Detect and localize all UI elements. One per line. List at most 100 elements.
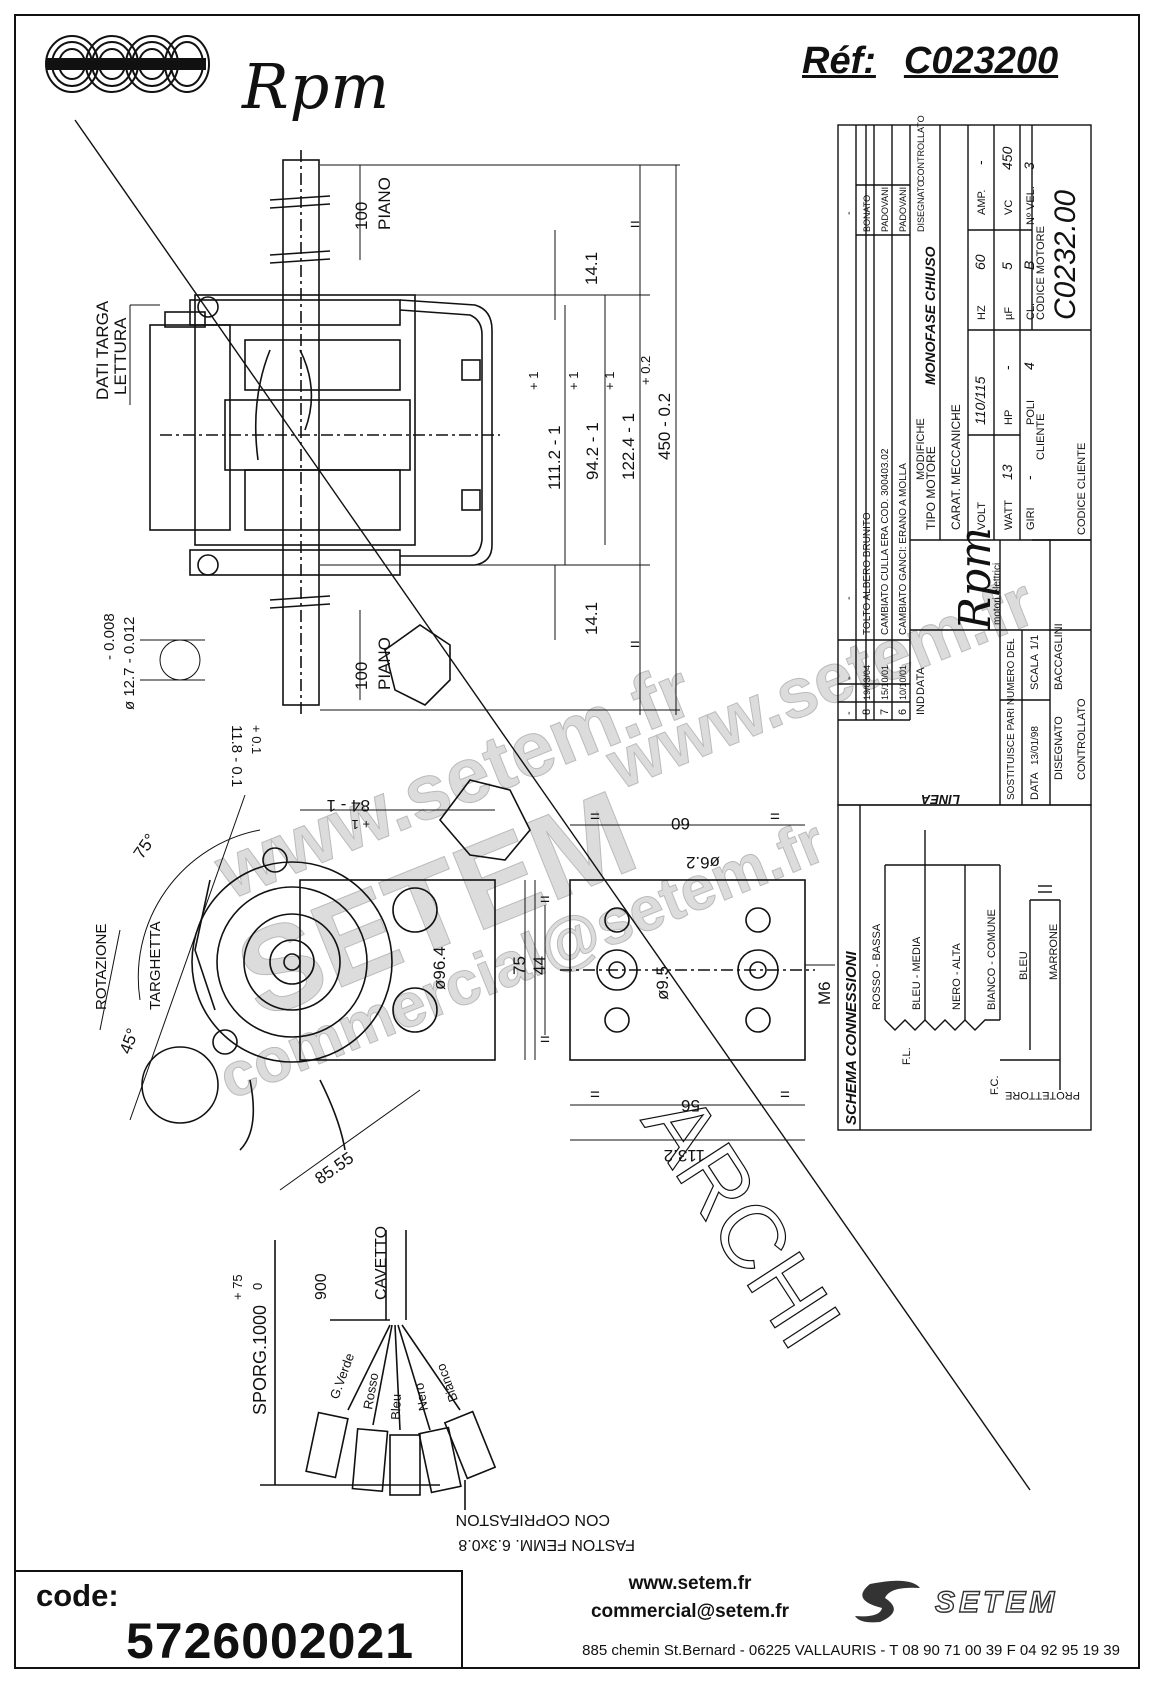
website-link[interactable]: www.setem.fr [628,1573,752,1594]
rev-header-ind: IND [915,696,927,715]
front-view [149,150,500,715]
rev-row-0-date: - [843,676,855,680]
rev-row-0-n: - [843,711,855,715]
rev-row-3-date: 10/10/01 [898,665,908,700]
cl-value: B [1021,261,1037,270]
dim-94-2: 94.2 - 1 [583,422,602,480]
amp-label: AMP. [976,190,988,215]
archive-stamp: ARCHI [623,1076,859,1365]
wire-bleu: Bleu [388,1394,404,1421]
poli-value: 4 [1021,362,1037,370]
controllato-label: CONTROLLATO [1076,698,1088,780]
dim-equal-bottom: = [630,635,640,654]
dim-equal-top: = [630,215,640,234]
schema-wire-bleu-media: BLEU - MEDIA [911,936,923,1010]
code-box: code: 5726002021 [14,1570,463,1669]
poli-label: POLI [1025,400,1037,425]
watt-label: WATT [1003,500,1015,530]
rev-header-controllato: CONTROLLATO [916,115,926,182]
schema-labels: SCHEMA CONNESSIONI LINEA ROSSO - BASSA B… [843,792,1080,1125]
dim-diameter-96-4: ø96.4 [430,947,449,990]
front-dim-labels: 100 PIANO 14.1 111.2 - 1 + 1 94.2 - 1 + … [93,177,674,787]
cable-labels: CAVETTO 900 SPORG.1000 + 75 0 G.Verde Ro… [230,1226,635,1553]
volt-label: VOLT [976,502,988,530]
linea-label: LINEA [921,792,960,807]
giri-value: - [1021,475,1037,480]
void-diagonal-line [74,119,1031,1491]
side-view [141,779,531,1151]
carat-value: - [949,416,963,420]
volt-value: 110/115 [972,376,988,425]
dim-94-2-tol: + 1 [566,372,581,390]
dim-14-1-bottom: 14.1 [582,602,601,635]
targhetta-label: TARGHETTA [147,921,164,1010]
vc-label: VC [1003,200,1015,215]
dim-122-4: 122.4 - 1 [619,413,638,480]
rev-row-1-n: 8 [861,709,873,715]
mount-dim-labels: = 60 = ø6.2 75 44 = = ø9.5 M6 = 56 = 113… [510,807,834,1165]
dim-111-2-tol: + 1 [526,372,541,390]
shaft-tol-1: - 0.008 [101,613,118,660]
schema-wire-marrone: MARRONE [1048,924,1060,980]
dim-113-2: 113.2 [664,1146,705,1165]
contact-block: www.setem.fr commercial@setem.fr [480,1570,900,1626]
schema-wire-rosso: ROSSO - BASSA [871,923,883,1010]
tipo-motore-label: TIPO MOTORE [924,446,938,530]
code-label: code: [36,1578,119,1613]
carat-label: CARAT. MECCANICHE [949,404,963,530]
uf-label: µF [1003,307,1015,320]
amp-value: - [972,160,988,165]
giri-label: GIRI [1025,507,1037,530]
data-label: DATA [1029,772,1041,800]
mount-dims [524,824,835,1141]
dim-equal-a: = [590,807,600,826]
dim-100-top: 100 [352,202,371,230]
side-dims [99,794,536,1191]
title-block [837,124,1092,806]
company-sub: motori elettrici [992,563,1003,625]
schema-connessioni [837,804,1092,1131]
dim-56: 56 [681,1096,700,1115]
dim-equal-c: = [540,890,550,909]
hz-value: 60 [972,254,988,270]
hz-label: HZ [976,305,988,320]
watt-value: 13 [999,464,1015,480]
email-link[interactable]: commercial@setem.fr [590,1601,790,1622]
codice-motore-value: C0232.00 [1049,190,1082,320]
setem-logo-text: SETEM [935,1586,1058,1619]
dim-450: 450 - 0.2 [655,393,674,460]
rev-row-2-desc: CAMBIATO CULLA ERA COD. 300403.02 [880,448,891,635]
rotazione-label: ROTAZIONE [93,924,110,1010]
code-value: 5726002021 [126,1613,415,1669]
ref-value: C023200 [903,40,1059,82]
dim-111-2: 111.2 - 1 [545,425,564,490]
shaft-flat-tol: + 0.1 [249,725,264,754]
company-logo-text: Rpm [950,527,1001,631]
schema-wire-bleu: BLEU [1018,951,1030,980]
faston-label: FASTON FEMM. 6.3x0.8 [458,1536,635,1553]
swoosh-icon: SETEM [855,1580,1058,1623]
rev-row-2-n: 7 [879,709,891,715]
codice-cliente-label: CODICE CLIENTE [1076,443,1088,535]
schema-wire-bianco: BIANCO - COMUNE [986,909,998,1010]
dim-60: 60 [671,814,690,833]
lettura-label: LETTURA [111,317,130,395]
dim-75-deg: 75° [130,830,160,862]
dim-122-4-tol: + 1 [602,372,617,390]
cable-drawing [260,1230,497,1510]
rev-row-1-by: BONATO [862,195,872,232]
dim-44: 44 [530,956,549,975]
uf-value: 5 [999,262,1015,270]
dim-piano-top: PIANO [375,177,394,230]
sostituisce-value: - [1003,641,1017,645]
shaft-flat: 11.8 - 0.1 [228,725,245,787]
dim-75: 75 [510,956,529,975]
schema-title: SCHEMA CONNESSIONI [843,951,860,1125]
dim-piano-bottom: PIANO [375,637,394,690]
sporg-tol-zero: 0 [250,1283,265,1290]
dim-m6: M6 [815,981,834,1005]
sporg-tol-plus: + 75 [230,1274,245,1300]
dim-84-tol: + 1 [352,817,370,832]
disegnato-label: DISEGNATO [1053,716,1065,780]
